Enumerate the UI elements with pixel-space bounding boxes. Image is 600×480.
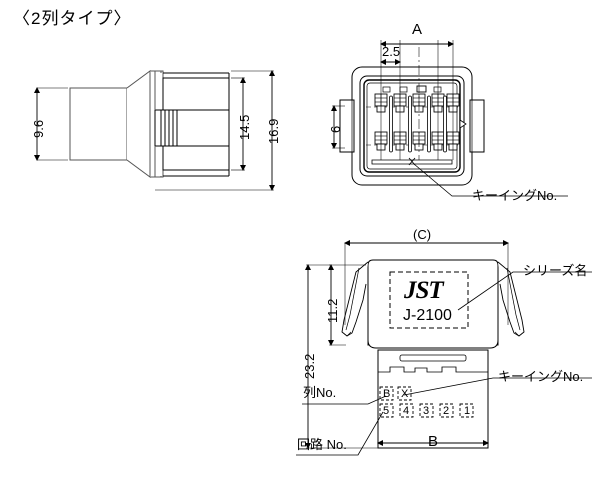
callout-series-name: [457, 271, 592, 311]
row-no-cell-B: B: [383, 388, 391, 400]
callout-label-series-name: シリーズ名: [523, 263, 588, 278]
dimension-A: [380, 41, 454, 47]
dimension-label-B: B: [428, 433, 439, 450]
dimension-2-5: [380, 59, 401, 65]
dimension-14-5: [231, 77, 246, 171]
dimension-23-2: [305, 264, 378, 449]
circuit-cell-3: 3: [423, 405, 430, 417]
circuit-cell-2: 2: [443, 405, 450, 417]
side-section-view: [69, 70, 230, 178]
marking-box: [389, 271, 469, 329]
callout-keying-no-rear: [403, 377, 592, 396]
callout-label-keying-no-front: キーイングNo.: [472, 188, 558, 203]
callout-label-keying-no-rear: キーイングNo.: [498, 369, 584, 384]
dimension-label-6: 6: [328, 125, 343, 133]
front-view-centerlines: [380, 40, 454, 160]
dimension-label-23-2: 23.2: [302, 353, 317, 379]
dimension-9-6: [34, 87, 68, 161]
series-part-number: J-2100: [403, 307, 452, 324]
jst-brand-logo: JST: [404, 277, 444, 304]
page-title: 〈2列タイプ〉: [13, 9, 132, 28]
dimension-label-2-5: 2.5: [382, 44, 401, 59]
circuit-cell-4: 4: [403, 405, 410, 417]
dimension-11-2: [328, 264, 366, 346]
dimension-label-C: (C): [413, 227, 432, 242]
dimension-label-A: A: [412, 21, 423, 38]
dimension-6: [331, 105, 345, 149]
circuit-cell-5: 5: [383, 405, 390, 417]
callout-label-row-no: 列No.: [303, 385, 337, 400]
keying-cell-X: X: [401, 388, 409, 400]
dimension-label-9-6: 9.6: [31, 119, 46, 138]
front-mating-face-view: [339, 66, 485, 186]
circuit-cell-1: 1: [464, 405, 471, 417]
dimension-label-16-9: 16.9: [266, 118, 281, 144]
dimension-label-14-5: 14.5: [237, 114, 252, 140]
dimension-16-9: [155, 70, 275, 191]
dimension-label-11-2: 11.2: [325, 298, 340, 323]
dimension-B: [377, 440, 489, 446]
callout-circuit-no: [296, 411, 384, 456]
callout-keying-no-front: [413, 163, 568, 197]
dimension-C: [344, 240, 509, 325]
rear-housing-view: [341, 259, 525, 449]
marking-cells: [379, 386, 474, 418]
callout-label-circuit-no: 回路 No.: [297, 437, 347, 452]
